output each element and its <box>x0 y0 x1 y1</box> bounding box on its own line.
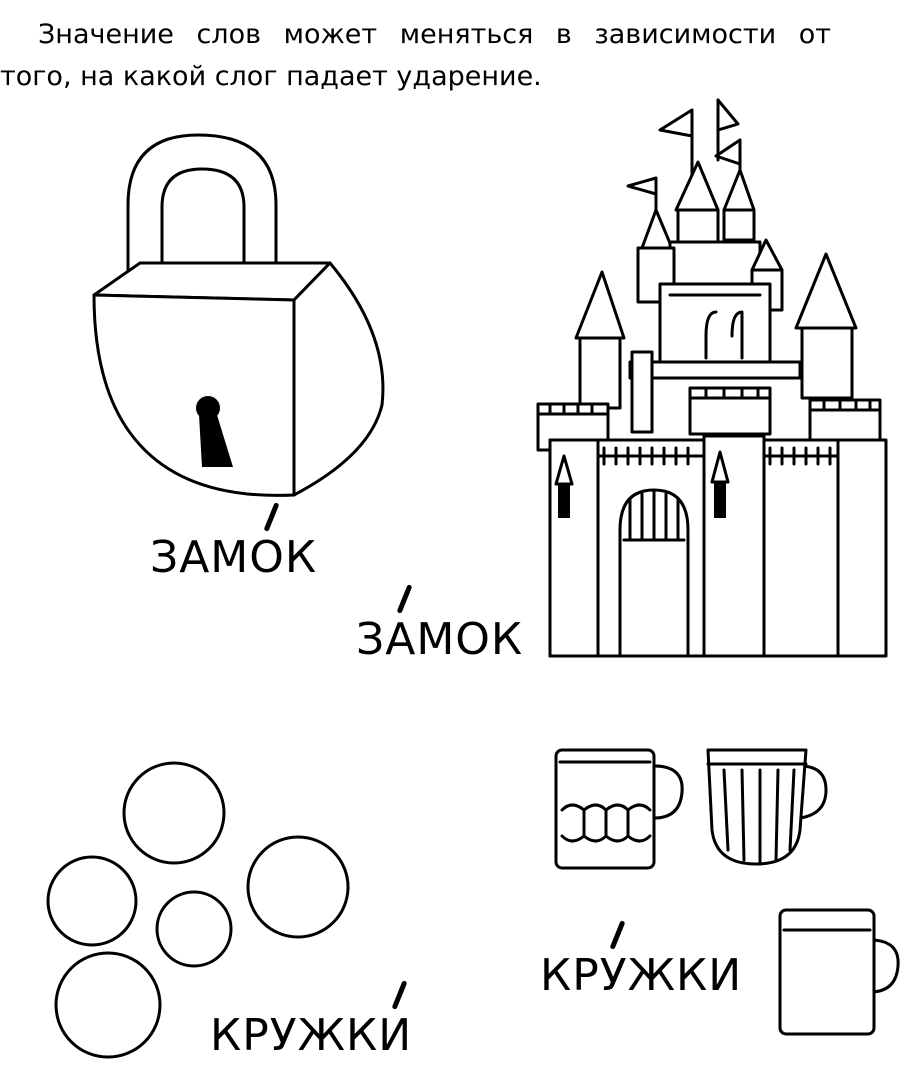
word-zamok-lock-before: ЗАМ <box>150 532 250 583</box>
word-zamok-castle: ЗАМОК <box>356 614 523 665</box>
word-zamok-castle-before: З <box>356 614 386 665</box>
word-kruzhki-mugs-after: ЖКИ <box>627 950 743 1001</box>
padlock-illustration <box>92 133 385 497</box>
intro-text: Значение слов может меняться в зависимос… <box>0 14 912 98</box>
word-zamok-castle-after: МОК <box>416 614 524 665</box>
word-kruzhki-circles-stressed: И <box>378 1010 413 1061</box>
word-kruzhki-circles: КРУЖКИ <box>210 1010 412 1061</box>
word-zamok-castle-stressed: А <box>385 614 417 665</box>
word-kruzhki-mugs-stressed: У <box>599 950 628 1001</box>
word-zamok-lock: ЗАМОК <box>150 532 317 583</box>
word-kruzhki-mugs: КРУЖКИ <box>540 950 742 1001</box>
word-zamok-lock-stressed: О <box>249 532 285 583</box>
word-kruzhki-mugs-before: КР <box>540 950 600 1001</box>
word-kruzhki-circles-before: КРУЖК <box>210 1010 379 1061</box>
intro-line-1: Значение слов может меняться в зависимос… <box>38 19 831 50</box>
intro-line-2: того, на какой слог падает ударение. <box>0 61 542 92</box>
castle-illustration <box>536 98 888 658</box>
circles-illustration <box>46 761 350 1059</box>
word-zamok-lock-after: К <box>284 532 318 583</box>
mugs-illustration <box>554 748 900 1036</box>
